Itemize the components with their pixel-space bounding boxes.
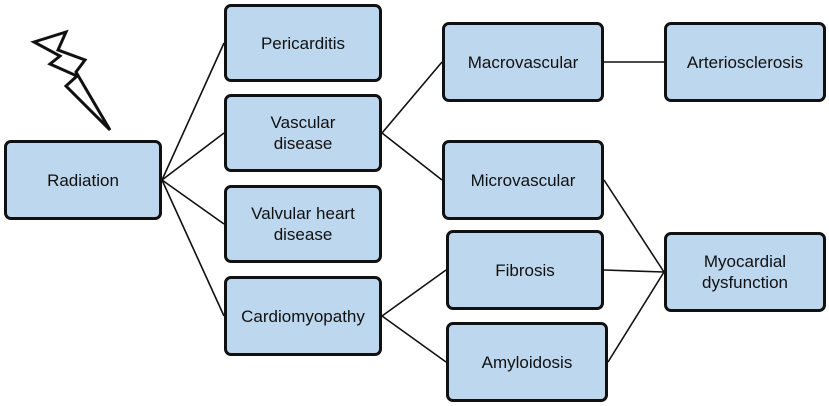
edge-radiation-to-valvular bbox=[161, 179, 225, 225]
edge-radiation-to-cardiomyopathy bbox=[161, 179, 225, 317]
node-arteriosclerosis: Arteriosclerosis bbox=[664, 22, 826, 102]
node-amyloidosis: Amyloidosis bbox=[446, 322, 608, 402]
node-fibrosis: Fibrosis bbox=[446, 230, 604, 310]
node-macrovascular: Macrovascular bbox=[442, 22, 604, 102]
edge-radiation-to-pericarditis bbox=[161, 42, 225, 181]
node-cardiomyopathy: Cardiomyopathy bbox=[224, 276, 382, 356]
edge-microvascular-to-myocardial bbox=[603, 179, 665, 273]
node-myocardial-dysfunction: Myocardial dysfunction bbox=[664, 232, 826, 312]
connector-lines bbox=[161, 42, 665, 363]
node-pericarditis: Pericarditis bbox=[224, 4, 382, 82]
edge-vascular-to-microvascular bbox=[381, 132, 443, 181]
node-microvascular: Microvascular bbox=[442, 140, 604, 220]
node-valvular-heart-disease: Valvular heart disease bbox=[224, 185, 382, 263]
edge-amyloidosis-to-myocardial bbox=[607, 271, 665, 363]
node-radiation: Radiation bbox=[4, 140, 162, 220]
node-vascular-disease: Vascular disease bbox=[224, 94, 382, 172]
edge-radiation-to-vascular bbox=[161, 132, 225, 181]
lightning-bolt-icon bbox=[30, 29, 112, 132]
edge-cardiomyopathy-to-amyloidosis bbox=[381, 315, 447, 363]
edge-cardiomyopathy-to-fibrosis bbox=[381, 269, 447, 317]
edge-vascular-to-macrovascular bbox=[381, 61, 443, 134]
edge-fibrosis-to-myocardial bbox=[603, 269, 665, 273]
